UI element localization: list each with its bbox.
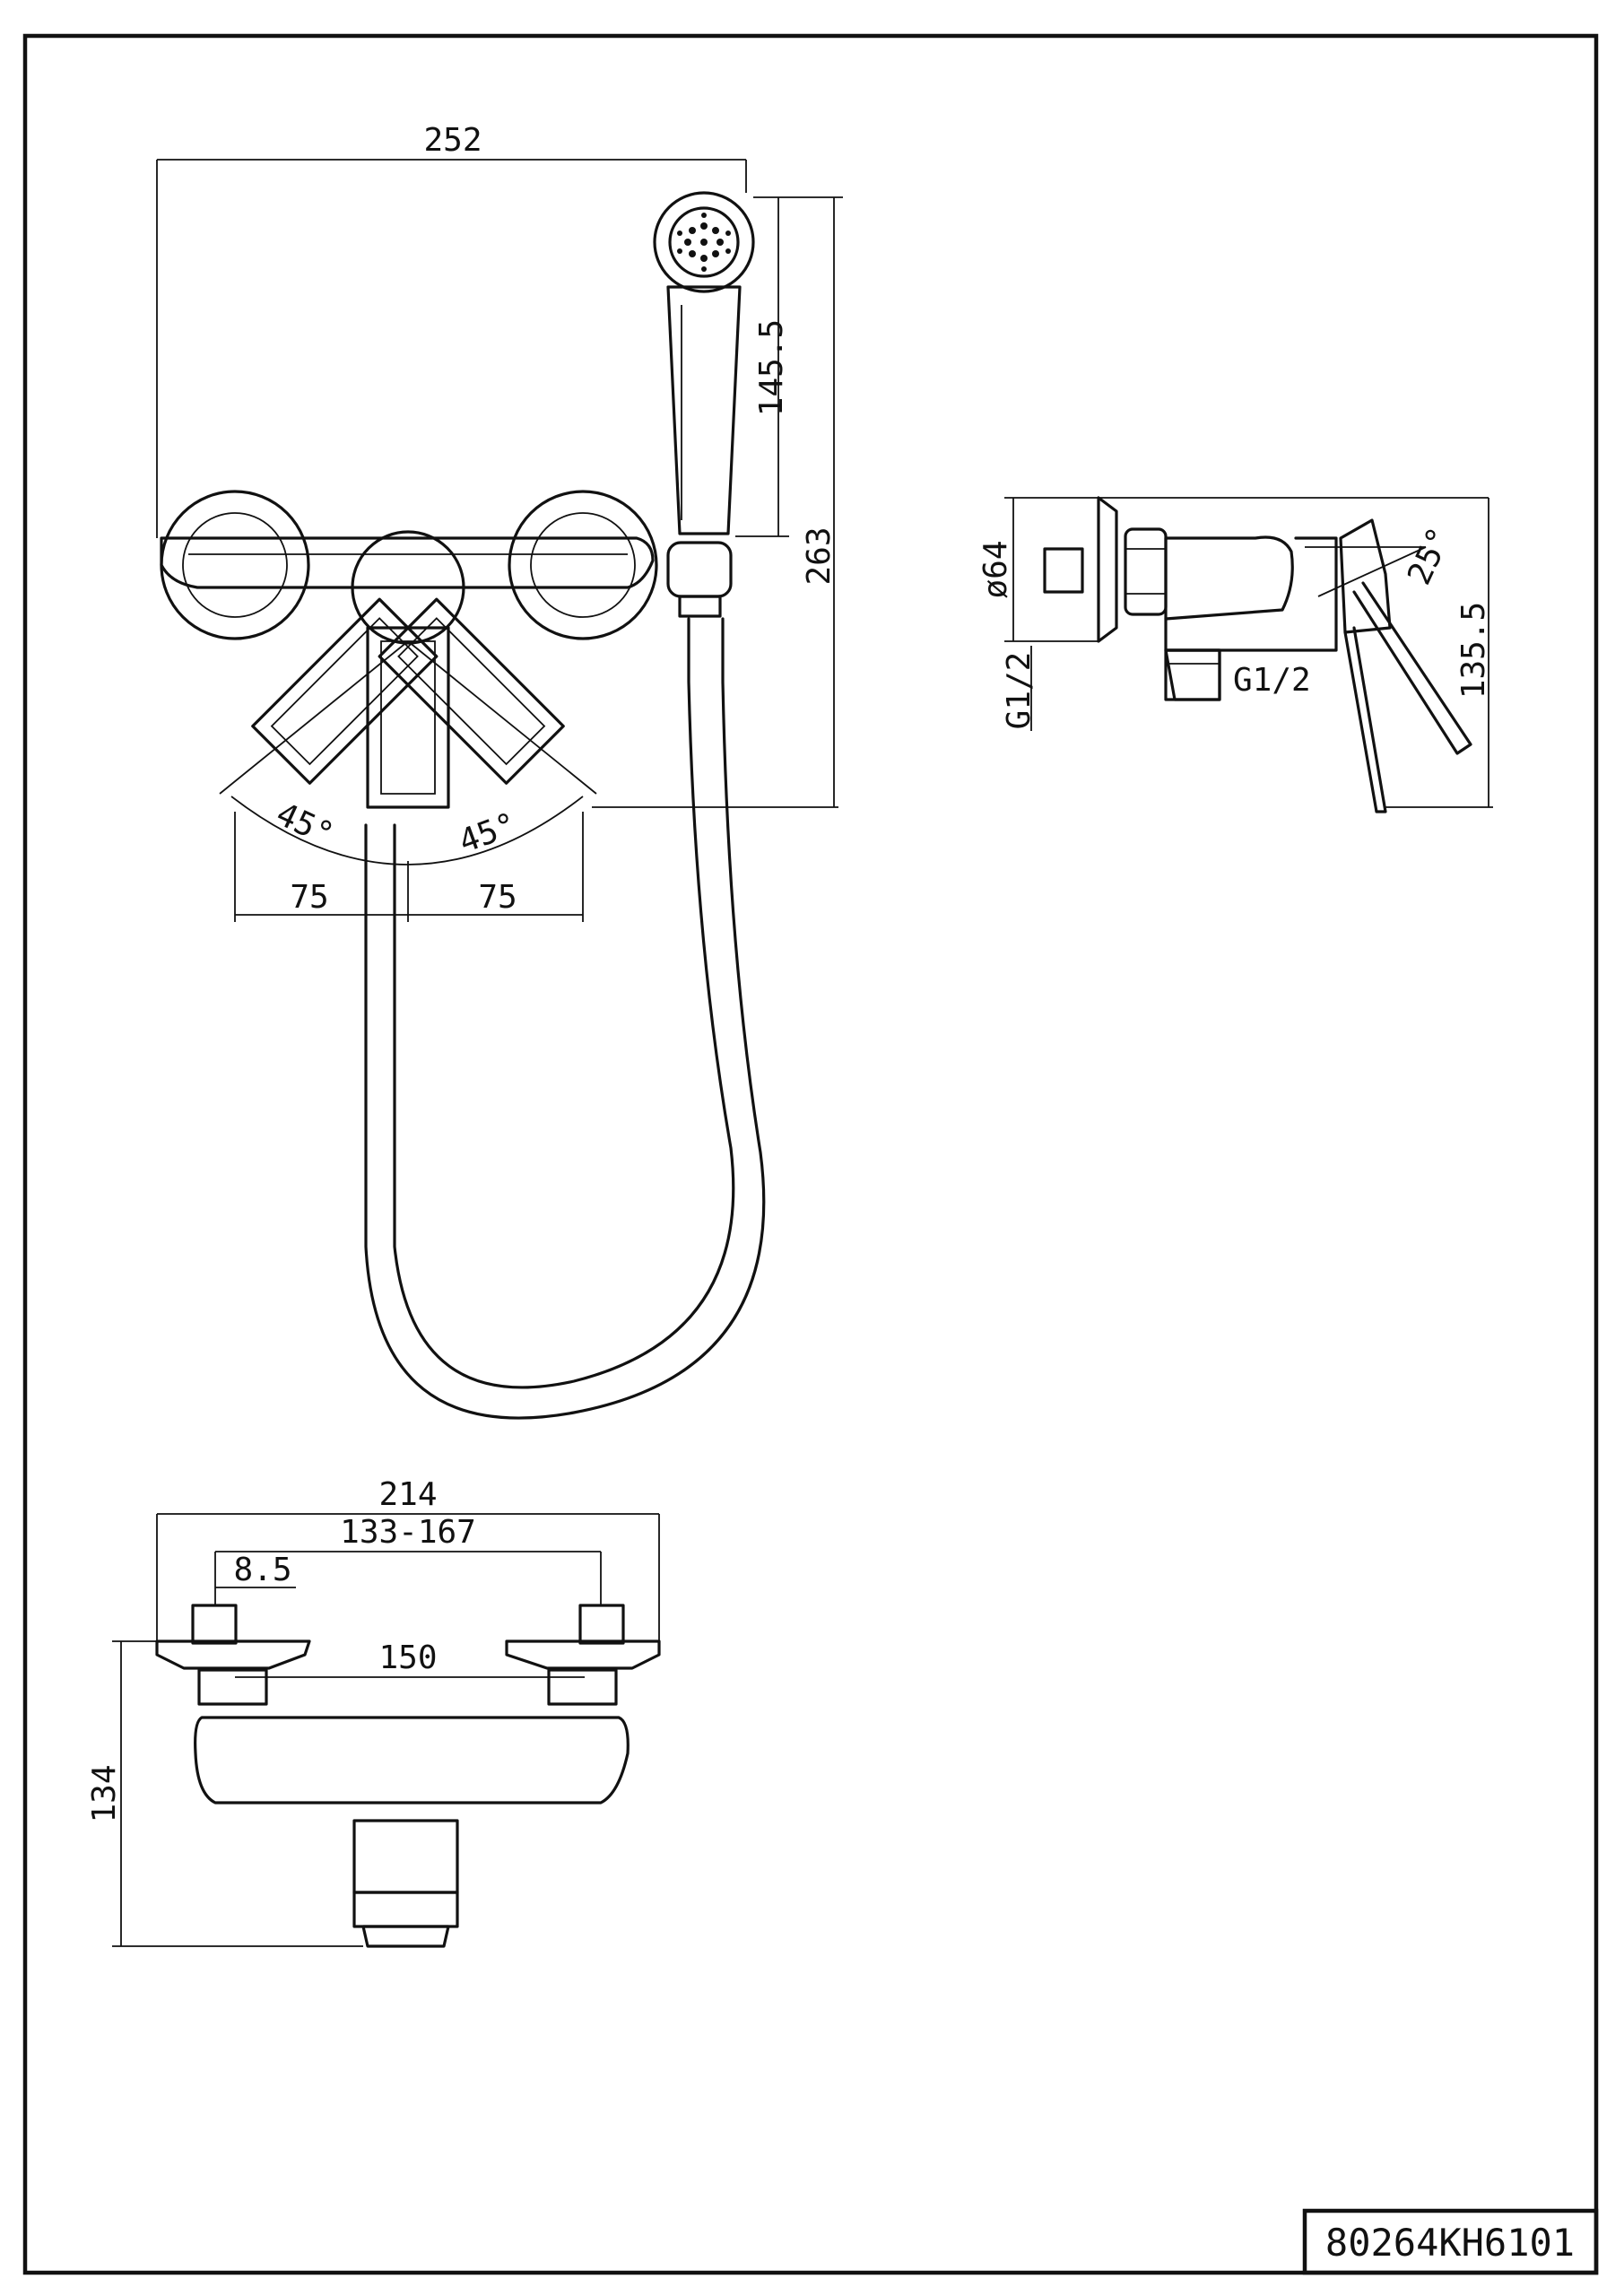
title-block <box>1302 2208 1599 2275</box>
right-rosette <box>508 490 658 640</box>
dim-outlet-thread: G1/2 <box>1233 662 1311 699</box>
cartridge-dome <box>351 530 465 645</box>
dim-projection: 135.5 <box>1455 602 1492 699</box>
dim-eccentric-offset: 8.5 <box>233 1552 291 1588</box>
lever-handle-centre <box>366 626 450 809</box>
lever-handle-right <box>378 597 565 785</box>
side-nut <box>1124 527 1168 616</box>
side-rosette <box>1097 496 1118 643</box>
top-view <box>112 1513 661 1948</box>
handshower-head <box>653 191 755 293</box>
dim-offset-left: 75 <box>290 879 328 916</box>
top-outlet <box>352 1819 459 1894</box>
mixer-body <box>160 536 655 589</box>
left-eccentric <box>155 1639 311 1670</box>
shower-hose <box>393 617 735 1389</box>
dim-offset-right: 75 <box>478 879 517 916</box>
dim-angle-left: 45° <box>271 796 339 854</box>
dim-inlet-thread: G1/2 <box>1001 652 1038 730</box>
dim-nominal-centres: 150 <box>378 1639 437 1676</box>
side-handle <box>1339 518 1392 634</box>
dim-overall-width: 252 <box>423 122 482 159</box>
dim-angle-right: 45° <box>455 806 522 861</box>
front-view <box>156 159 843 1420</box>
product-code: 80264KH6101 <box>1325 2221 1575 2265</box>
dim-top-width: 214 <box>378 1476 437 1513</box>
hose-connector <box>666 541 733 598</box>
dim-handshower-length: 145.5 <box>753 319 790 416</box>
drawing-frame <box>22 33 1599 2275</box>
spray-nozzles <box>677 213 731 272</box>
handshower-grip <box>666 285 742 535</box>
right-eccentric <box>505 1639 661 1670</box>
side-view <box>1004 496 1493 813</box>
dim-depth: 134 <box>86 1764 123 1822</box>
dim-rosette-diameter: ø64 <box>977 540 1014 598</box>
top-body <box>194 1716 630 1805</box>
side-outlet <box>1164 648 1221 701</box>
dim-overall-height: 263 <box>801 526 838 585</box>
dim-centres-range: 133-167 <box>340 1514 476 1551</box>
dim-handle-angle: 25° <box>1401 522 1459 590</box>
side-body <box>1164 535 1294 621</box>
